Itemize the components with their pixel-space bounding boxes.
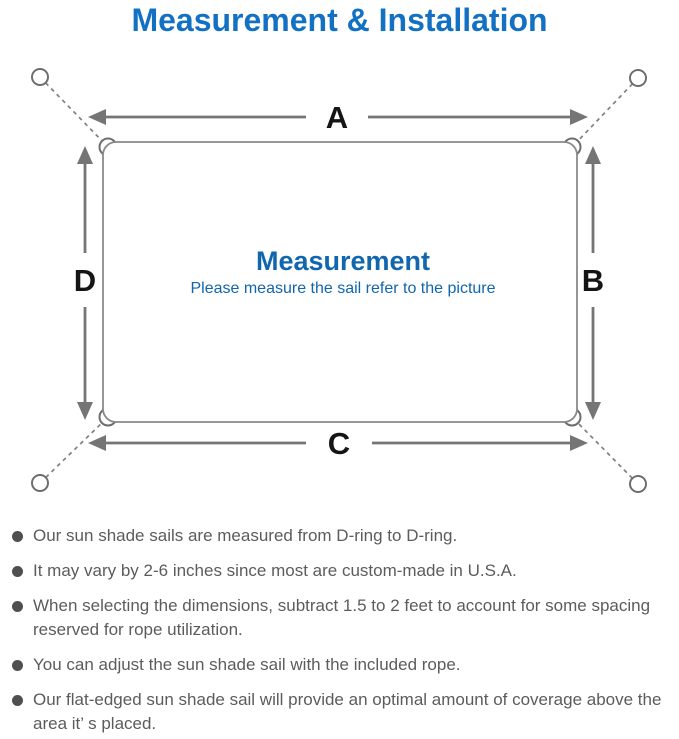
bullet-icon xyxy=(12,660,23,671)
dim-b-arrowhead-bottom xyxy=(585,402,601,420)
anchor-point-top-right xyxy=(629,69,647,87)
rope-top-left xyxy=(39,76,107,146)
anchor-points xyxy=(31,68,647,493)
dim-label-d: D xyxy=(74,263,96,298)
sail-diagram-svg: A B C D Measurement Please measure the s… xyxy=(31,68,647,493)
note-text: Our flat-edged sun shade sail will provi… xyxy=(33,690,662,733)
bullet-icon xyxy=(12,531,23,542)
bullet-icon xyxy=(12,566,23,577)
list-item: It may vary by 2-6 inches since most are… xyxy=(8,559,673,583)
dim-label-b: B xyxy=(582,263,604,298)
page-title: Measurement & Installation xyxy=(131,2,548,38)
note-text: Our sun shade sails are measured from D-… xyxy=(33,526,458,545)
note-text: It may vary by 2-6 inches since most are… xyxy=(33,561,517,580)
rope-bottom-right xyxy=(573,418,639,485)
note-text: When selecting the dimensions, subtract … xyxy=(33,596,651,639)
measurement-diagram: A B C D Measurement Please measure the s… xyxy=(0,40,679,510)
anchor-point-bottom-right xyxy=(629,475,647,493)
dim-b-arrowhead-top xyxy=(585,146,601,164)
anchor-point-top-left xyxy=(31,68,49,86)
dim-a-arrowhead-left xyxy=(88,109,106,125)
dim-label-c: C xyxy=(328,426,350,461)
notes-list: Our sun shade sails are measured from D-… xyxy=(0,524,679,739)
dim-c-arrowhead-left xyxy=(88,435,106,451)
bullet-icon xyxy=(12,601,23,612)
diagram-center-title: Measurement xyxy=(256,246,430,276)
list-item: You can adjust the sun shade sail with t… xyxy=(8,653,673,677)
dim-a-arrowhead-right xyxy=(570,109,588,125)
rope-bottom-left xyxy=(39,418,107,484)
dim-d-arrowhead-top xyxy=(77,146,93,164)
dim-c-arrowhead-right xyxy=(570,435,588,451)
dimension-arrows xyxy=(77,109,601,451)
sail-rectangle xyxy=(102,141,578,423)
list-item: Our flat-edged sun shade sail will provi… xyxy=(8,688,673,736)
list-item: When selecting the dimensions, subtract … xyxy=(8,594,673,642)
anchor-point-bottom-left xyxy=(31,474,49,492)
bullet-icon xyxy=(12,695,23,706)
list-item: Our sun shade sails are measured from D-… xyxy=(8,524,673,548)
dim-label-a: A xyxy=(326,100,348,135)
diagram-center-subtitle: Please measure the sail refer to the pic… xyxy=(190,280,495,297)
rope-top-right xyxy=(573,77,639,146)
note-text: You can adjust the sun shade sail with t… xyxy=(33,655,461,674)
dim-d-arrowhead-bottom xyxy=(77,402,93,420)
